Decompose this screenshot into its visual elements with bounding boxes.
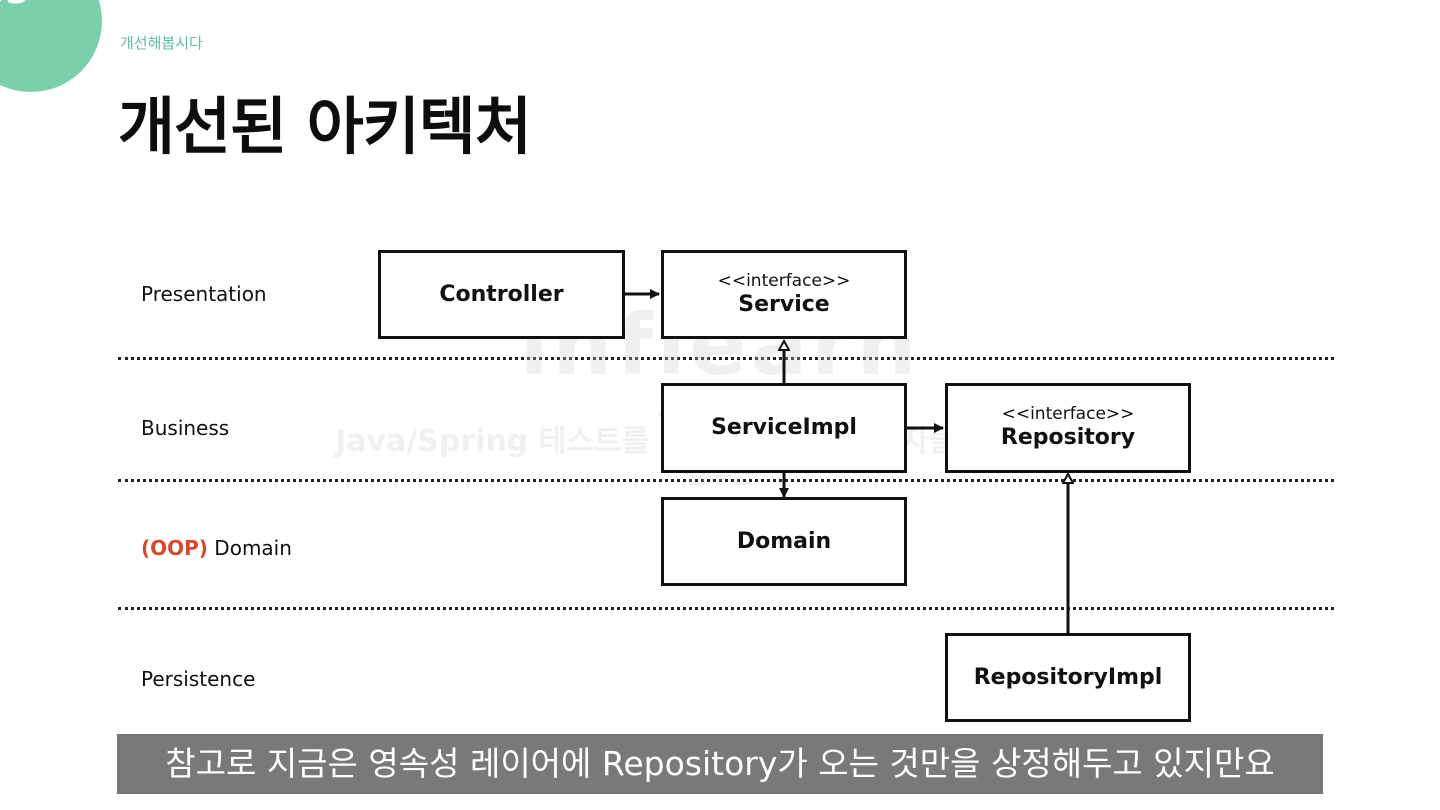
section-number: 03	[0, 0, 29, 12]
serviceimpl-box: ServiceImpl	[661, 383, 907, 473]
layer-label-domain: (OOP) Domain	[141, 536, 292, 560]
service-stereotype: <<interface>>	[717, 270, 851, 291]
layer-label-persistence: Persistence	[141, 667, 256, 691]
domain-layer-text: Domain	[207, 536, 292, 560]
service-box: <<interface>> Service	[661, 250, 907, 339]
repository-name: Repository	[1000, 425, 1136, 450]
layer-divider-1	[118, 357, 1334, 360]
section-number-badge: 03	[0, 0, 102, 92]
domain-name: Domain	[736, 528, 832, 554]
section-label: 개선해봅시다	[120, 34, 203, 52]
repository-stereotype: <<interface>>	[1001, 404, 1135, 424]
repositoryimpl-name: RepositoryImpl	[973, 664, 1163, 690]
oop-tag: (OOP)	[141, 536, 208, 560]
repositoryimpl-box: RepositoryImpl	[945, 633, 1191, 722]
controller-box: Controller	[378, 250, 625, 339]
page-title: 개선된 아키텍처	[118, 90, 532, 163]
layer-label-business: Business	[141, 416, 230, 440]
video-subtitle: 참고로 지금은 영속성 레이어에 Repository가 오는 것만을 상정해두…	[117, 734, 1323, 794]
layer-divider-3	[118, 607, 1334, 610]
domain-box: Domain	[661, 497, 907, 586]
service-name: Service	[738, 291, 830, 317]
repository-box: <<interface>> Repository	[945, 383, 1191, 473]
controller-name: Controller	[439, 281, 564, 307]
layer-divider-2	[118, 479, 1334, 482]
layer-label-presentation: Presentation	[141, 282, 267, 306]
serviceimpl-name: ServiceImpl	[711, 415, 857, 440]
